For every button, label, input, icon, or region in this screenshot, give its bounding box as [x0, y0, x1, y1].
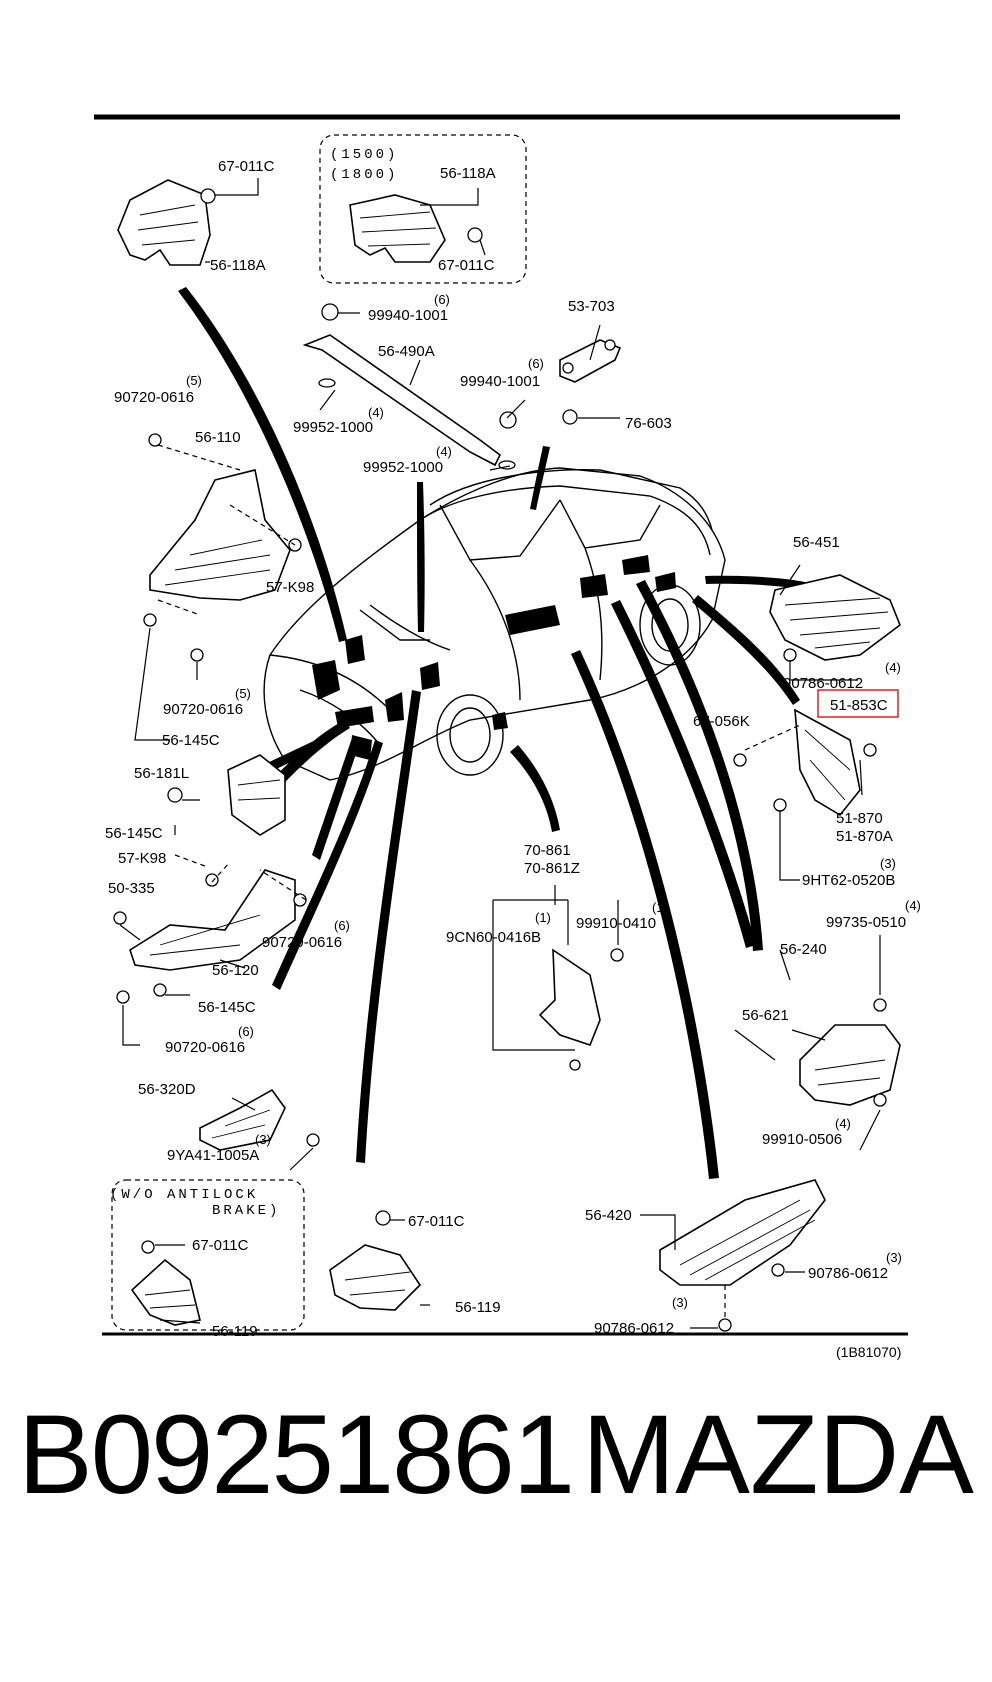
label-56-320D: 56-320D — [138, 1081, 196, 1098]
label-brake: BRAKE) — [212, 1203, 280, 1219]
label-qty: (5) — [186, 373, 202, 388]
label-99952-1000: 99952-1000 — [293, 419, 373, 436]
label-56-621: 56-621 — [742, 1007, 789, 1024]
part-56-420 — [659, 1179, 826, 1332]
diagram-reference: (1B81070) — [836, 1344, 901, 1360]
label-67-011C: 67-011C — [438, 257, 495, 274]
label-qty: (6) — [528, 356, 544, 371]
label-90786-0612: 90786-0612 — [783, 675, 863, 692]
label-56-145C: 56-145C — [105, 825, 163, 842]
label-1800: (1800) — [330, 167, 398, 183]
part-labels: 67-011C 56-118A (1500) (1800) 56-118A 67… — [105, 147, 921, 1360]
part-56-240 — [799, 998, 901, 1107]
label-qty: (4) — [368, 405, 384, 420]
part-76-603 — [562, 409, 578, 425]
part-56-118A-left — [117, 179, 216, 266]
label-qty: (1) — [652, 900, 668, 915]
label-9YA41-1005A: 9YA41-1005A — [167, 1147, 259, 1164]
label-56-119: 56-119 — [455, 1299, 501, 1316]
label-90720-0616: 90720-0616 — [165, 1039, 245, 1056]
label-56-120: 56-120 — [212, 962, 259, 979]
label-qty: (3) — [880, 856, 896, 871]
label-90720-0616: 90720-0616 — [262, 934, 342, 951]
label-67-011C: 67-011C — [192, 1237, 249, 1254]
label-56-110: 56-110 — [195, 429, 241, 446]
label-51-870: 51-870 — [836, 810, 883, 827]
label-76-603: 76-603 — [625, 415, 672, 432]
label-90786-0612: 90786-0612 — [808, 1265, 888, 1282]
label-qty: (6) — [434, 292, 450, 307]
label-wo-antilock: (W/O ANTILOCK — [110, 1187, 258, 1203]
part-56-120 — [113, 869, 307, 1004]
caption: B09251861 MAZDA — [18, 1385, 974, 1525]
label-qty: (5) — [235, 686, 251, 701]
label-70-861Z: 70-861Z — [524, 860, 580, 877]
label-qty: (3) — [886, 1250, 902, 1265]
label-qty: (1) — [535, 910, 551, 925]
label-57-K98: 57-K98 — [118, 850, 166, 867]
part-56-118A-boxed — [349, 194, 483, 263]
label-56-118A: 56-118A — [210, 257, 266, 274]
label-51-870A: 51-870A — [836, 828, 893, 845]
part-56-119-boxed — [130, 1240, 201, 1326]
label-90786-0612: 90786-0612 — [594, 1320, 674, 1337]
label-51-853C: 51-853C — [830, 697, 888, 714]
label-50-335: 50-335 — [108, 880, 155, 897]
label-99952-1000: 99952-1000 — [363, 459, 443, 476]
label-56-118A: 56-118A — [440, 165, 496, 182]
label-56-181L: 56-181L — [134, 765, 189, 782]
label-56-451: 56-451 — [793, 534, 840, 551]
label-56-240: 56-240 — [780, 941, 827, 958]
label-9HT62-0520B: 9HT62-0520B — [802, 872, 895, 889]
label-qty: (3) — [672, 1295, 688, 1310]
part-56-451 — [769, 574, 901, 662]
variant-box-wo-antilock — [111, 1179, 305, 1331]
part-56-119 — [329, 1210, 422, 1311]
brand-name: MAZDA — [582, 1392, 974, 1517]
label-qty: (4) — [885, 660, 901, 675]
label-qty: (4) — [905, 898, 921, 913]
part-51-870 — [733, 708, 877, 817]
leader-lines — [119, 178, 881, 1329]
part-70-861 — [538, 948, 624, 1071]
label-99940-1001: 99940-1001 — [460, 373, 540, 390]
label-90720-0616: 90720-0616 — [114, 389, 194, 406]
label-67-056K: 67-056K — [693, 713, 750, 730]
part-56-110 — [143, 433, 302, 662]
label-qty: (4) — [835, 1116, 851, 1131]
label-56-145C: 56-145C — [162, 732, 220, 749]
pointer-bands — [178, 287, 805, 1179]
label-1500: (1500) — [330, 147, 398, 163]
label-56-490A: 56-490A — [378, 343, 435, 360]
label-67-011C: 67-011C — [408, 1213, 465, 1230]
label-99910-0506: 99910-0506 — [762, 1131, 842, 1148]
part-56-181L — [167, 754, 286, 836]
highlight-box — [817, 689, 899, 718]
label-qty: (4) — [436, 444, 452, 459]
label-qty: (6) — [238, 1024, 254, 1039]
label-56-119: 56-119 — [212, 1323, 258, 1340]
part-53-703 — [559, 339, 622, 383]
label-99735-0510: 99735-0510 — [826, 914, 906, 931]
label-67-011C: 67-011C — [218, 158, 275, 175]
label-99910-0410: 99910-0410 — [576, 915, 656, 932]
label-qty: (6) — [334, 918, 350, 933]
label-99940-1001: 99940-1001 — [368, 307, 448, 324]
label-90720-0616: 90720-0616 — [163, 701, 243, 718]
label-9CN60-0416B: 9CN60-0416B — [446, 929, 541, 946]
label-53-703: 53-703 — [568, 298, 615, 315]
part-number: B09251861 — [18, 1392, 575, 1517]
label-qty: (3) — [255, 1132, 271, 1147]
label-56-145C: 56-145C — [198, 999, 256, 1016]
label-56-420: 56-420 — [585, 1207, 632, 1224]
part-56-320D — [199, 1088, 320, 1151]
label-70-861: 70-861 — [524, 842, 571, 859]
label-57-K98: 57-K98 — [266, 579, 314, 596]
